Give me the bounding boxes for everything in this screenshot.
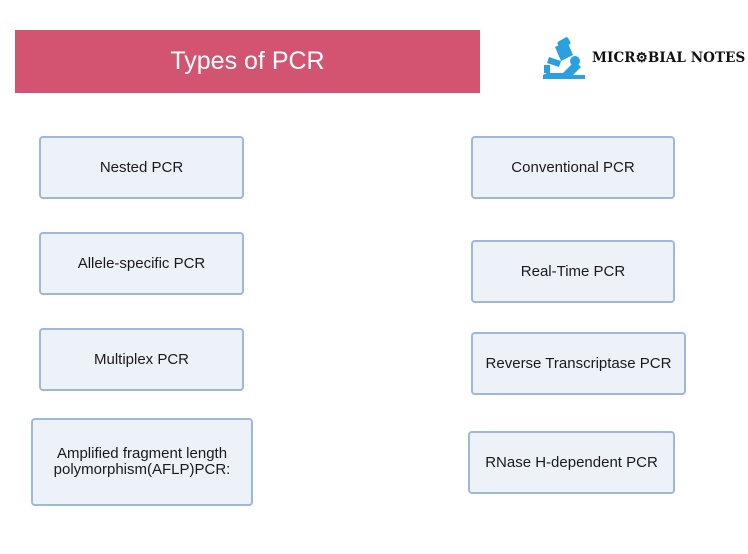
title-banner: Types of PCR xyxy=(15,30,480,93)
pcr-type-box: RNase H-dependent PCR xyxy=(468,431,675,494)
pcr-type-box: Allele-specific PCR xyxy=(39,232,244,295)
pcr-type-box: Nested PCR xyxy=(39,136,244,199)
microbial-notes-logo: MICR⚙BIAL NOTES xyxy=(541,35,745,81)
pcr-type-box: Amplified fragment length polymorphism(A… xyxy=(31,418,253,506)
microscope-icon xyxy=(543,37,585,79)
pcr-type-box: Conventional PCR xyxy=(471,136,675,199)
page-title: Types of PCR xyxy=(170,47,325,75)
logo-text: MICR⚙BIAL NOTES xyxy=(592,50,746,66)
pcr-type-box: Real-Time PCR xyxy=(471,240,675,303)
pcr-type-box: Multiplex PCR xyxy=(39,328,244,391)
pcr-type-box: Reverse Transcriptase PCR xyxy=(471,332,686,395)
